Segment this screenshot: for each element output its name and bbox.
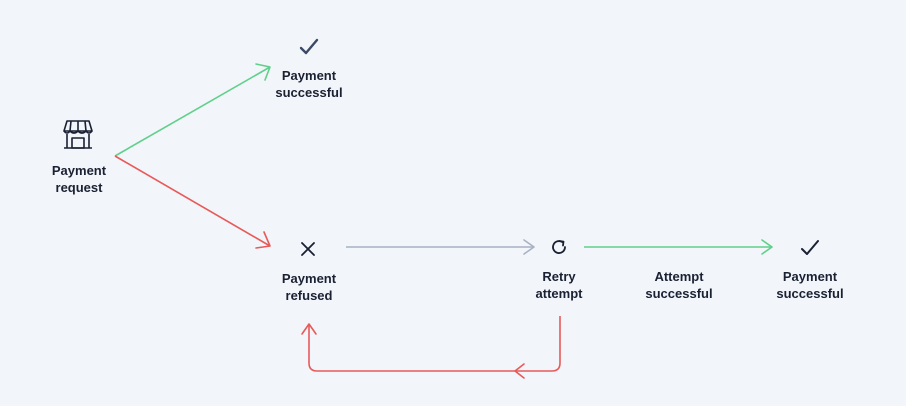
edge-request-to-success [114,63,271,157]
retry-icon [550,238,568,261]
node-label: Payment refused [281,271,337,303]
node-label: Payment successful [275,68,343,100]
node-label: Retry attempt [535,269,583,301]
node-label: Payment successful [776,269,844,301]
edge-retry-to-success [584,239,773,255]
edge-refused-to-retry [346,239,535,255]
node-label: Payment request [51,163,107,195]
storefront-icon [62,118,94,157]
x-icon [300,241,316,262]
check-icon [299,38,319,61]
edge-request-to-refused [114,155,271,249]
edge-retry-back-to-refused [301,316,561,379]
check-icon [800,239,820,262]
edge-label-attempt-successful: Attempt successful [645,269,713,301]
